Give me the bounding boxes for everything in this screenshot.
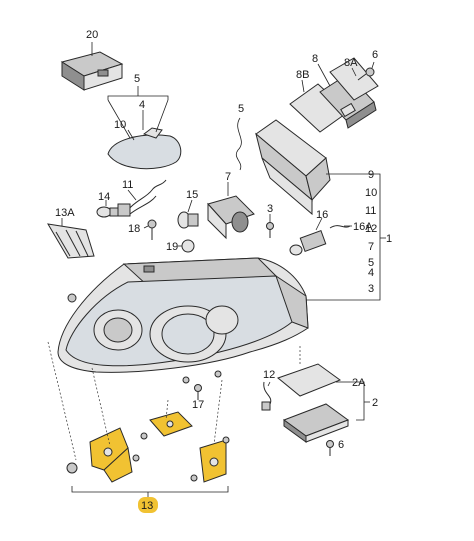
- part-19-cap[interactable]: [178, 239, 195, 253]
- label-5: 5: [134, 73, 140, 85]
- part-8-ballast-unit[interactable]: [289, 57, 379, 133]
- label-3-right: 3: [368, 283, 374, 295]
- label-6-bottom: 6: [338, 439, 344, 451]
- label-4: 4: [139, 99, 145, 111]
- label-11-right: 11: [365, 205, 376, 217]
- part-13a-reflector[interactable]: [47, 218, 95, 259]
- part-3-screw[interactable]: [266, 214, 274, 238]
- bracket-right-1: [300, 173, 386, 301]
- label-8: 8: [312, 53, 318, 65]
- label-15: 15: [186, 189, 198, 201]
- label-14: 14: [98, 191, 110, 203]
- headlight-housing[interactable]: [57, 257, 309, 384]
- part-13-repair-brackets[interactable]: [66, 411, 230, 483]
- part-labels: 20 5 4 10 8 8B 8A 6 5 9 10 11 12 11 13A …: [55, 29, 392, 512]
- label-16a: 16A: [353, 221, 373, 233]
- label-1: 1: [386, 233, 392, 245]
- bracket-bottom-13: [71, 486, 229, 498]
- part-20-control-module[interactable]: [60, 42, 124, 91]
- label-8a: 8A: [344, 57, 358, 69]
- label-5-right: 5: [238, 103, 244, 115]
- label-12-right: 12: [365, 223, 377, 235]
- label-12: 12: [263, 369, 275, 381]
- label-13a: 13A: [55, 207, 75, 219]
- part-10-cover[interactable]: [107, 127, 182, 170]
- label-10-right: 10: [365, 187, 377, 199]
- label-6-top: 6: [372, 49, 378, 61]
- label-5-right-list: 5: [368, 257, 374, 269]
- part-16-xenon-bulb[interactable]: [289, 217, 352, 256]
- part-14-bulb[interactable]: [96, 200, 119, 218]
- label-9: 9: [368, 169, 374, 181]
- part-17-screw[interactable]: [194, 384, 202, 401]
- bracket-5-4: [107, 86, 169, 139]
- label-8b: 8B: [296, 69, 309, 81]
- label-11: 11: [122, 179, 133, 191]
- label-17: 17: [192, 399, 204, 411]
- part-6-screw-bottom[interactable]: [326, 440, 334, 457]
- assembly-lines: [47, 341, 301, 461]
- highlight-13: [138, 497, 158, 513]
- part-15-bulb[interactable]: [177, 199, 199, 229]
- label-3: 3: [267, 203, 273, 215]
- label-10: 10: [114, 119, 126, 131]
- label-2a: 2A: [352, 377, 366, 389]
- label-7-right: 7: [368, 241, 374, 253]
- label-4-right: 4: [368, 267, 374, 279]
- label-19: 19: [166, 241, 178, 253]
- part-18-screw[interactable]: [143, 219, 157, 240]
- label-13: 13: [141, 500, 153, 512]
- label-18: 18: [128, 223, 140, 235]
- label-2: 2: [372, 397, 378, 409]
- label-7: 7: [225, 171, 231, 183]
- part-9-housing-frame[interactable]: [235, 117, 364, 216]
- part-7-motor[interactable]: [207, 182, 255, 240]
- part-6-screw-top[interactable]: [357, 61, 375, 81]
- part-2-ballast[interactable]: [261, 363, 370, 443]
- label-20: 20: [86, 29, 98, 41]
- label-16: 16: [316, 209, 328, 221]
- part-11-harness[interactable]: [117, 179, 167, 217]
